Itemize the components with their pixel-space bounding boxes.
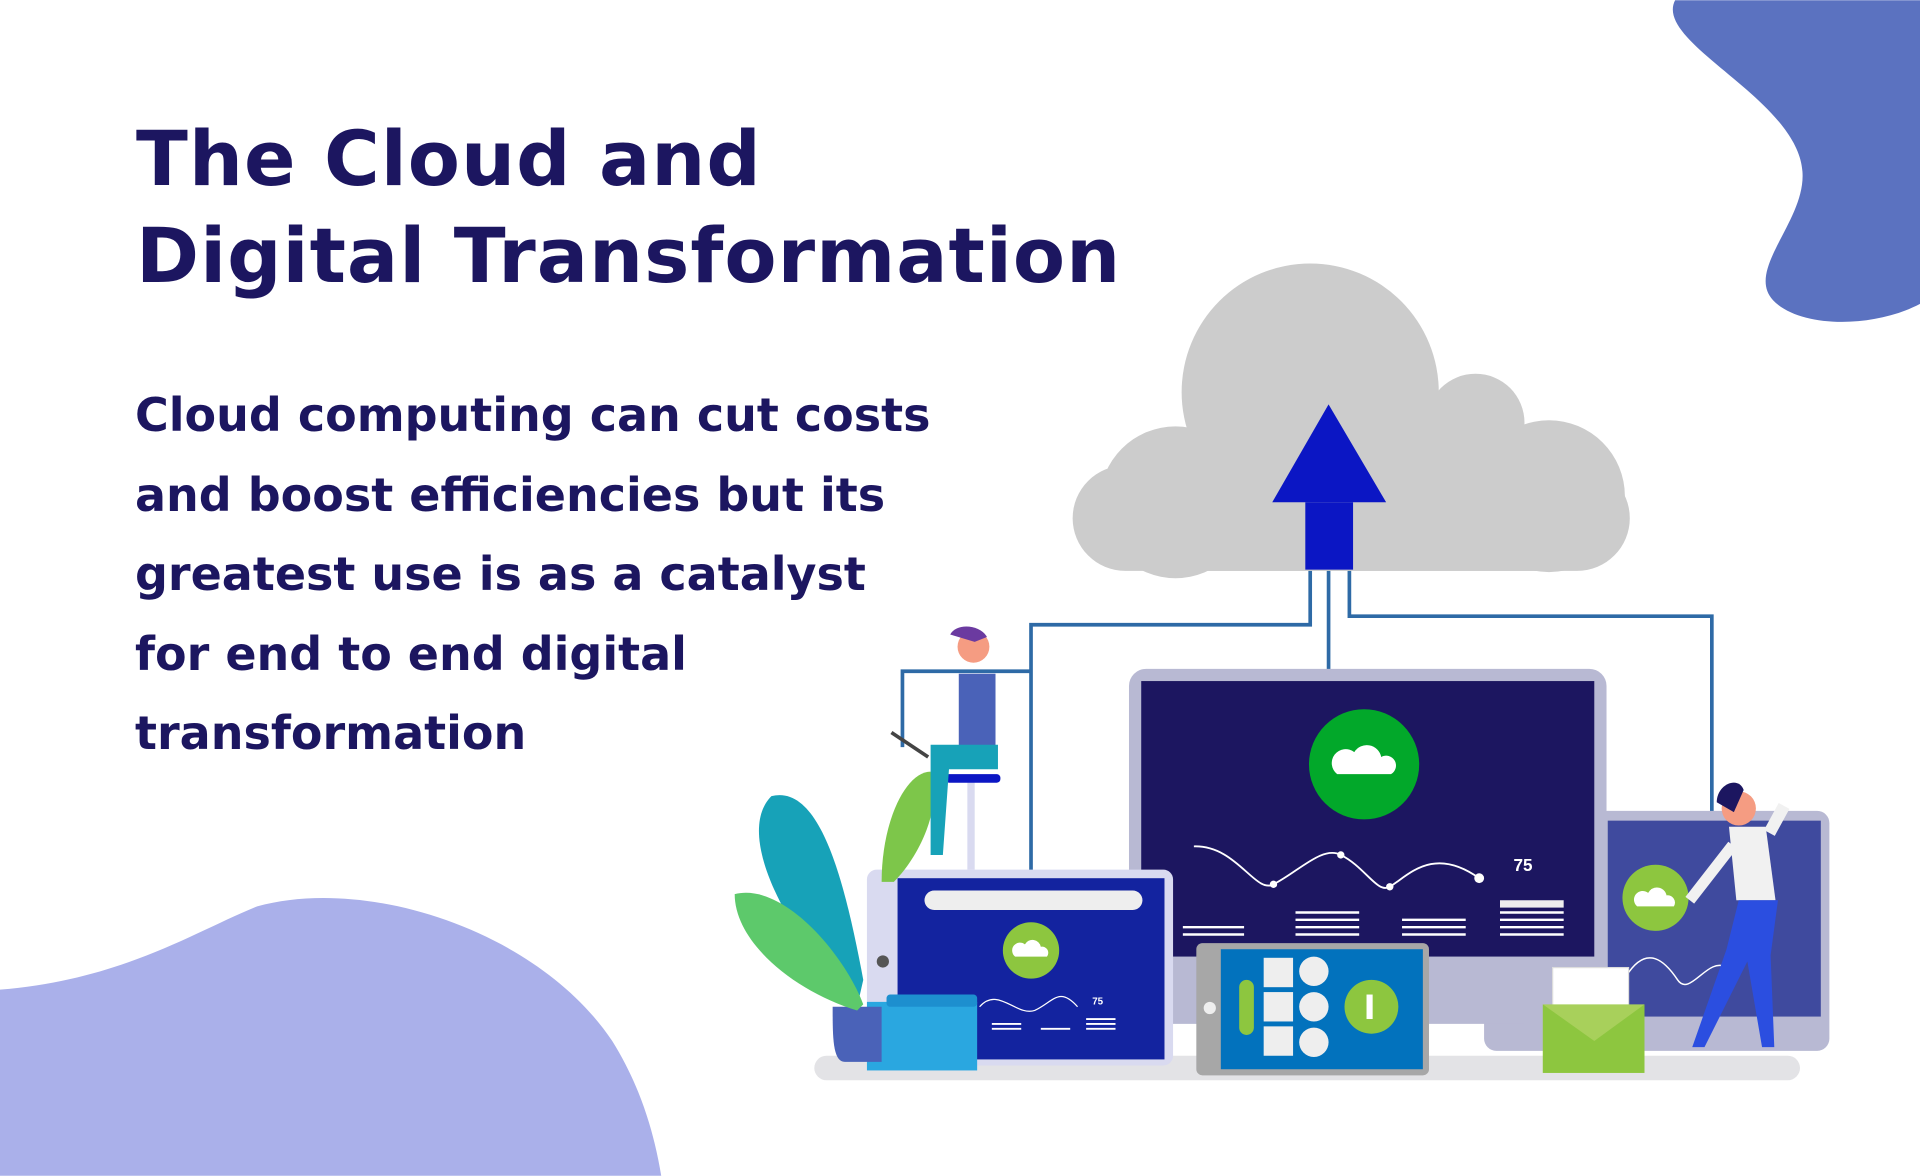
title-line-1: The Cloud and	[136, 114, 762, 203]
person-standing	[1685, 782, 1790, 1048]
phone-device	[1196, 943, 1429, 1076]
page-title: The Cloud and Digital Transformation	[136, 110, 1121, 304]
title-line-2: Digital Transformation	[136, 211, 1122, 300]
plant-icon	[734, 771, 934, 1062]
body-line: and boost efficiencies but its	[135, 467, 886, 522]
body-line: greatest use is as a catalyst	[135, 547, 866, 602]
envelope-icon	[1542, 966, 1645, 1073]
folder-icon	[866, 994, 978, 1071]
body-line: for end to end digital	[135, 626, 687, 681]
monitor-value-label: 75	[1513, 855, 1533, 875]
blob-top-right	[1672, 0, 1920, 322]
main-monitor: 75	[1128, 668, 1607, 1024]
body-text: Cloud computing can cut costs and boost …	[135, 376, 930, 774]
body-line: transformation	[135, 706, 527, 761]
blob-bottom-left	[0, 897, 662, 1176]
tablet-value-label: 75	[1092, 996, 1103, 1007]
cloud-icon	[1072, 263, 1630, 579]
body-line: Cloud computing can cut costs	[135, 388, 931, 442]
person-sitting	[890, 626, 1001, 870]
upload-arrow-icon	[1272, 404, 1387, 570]
